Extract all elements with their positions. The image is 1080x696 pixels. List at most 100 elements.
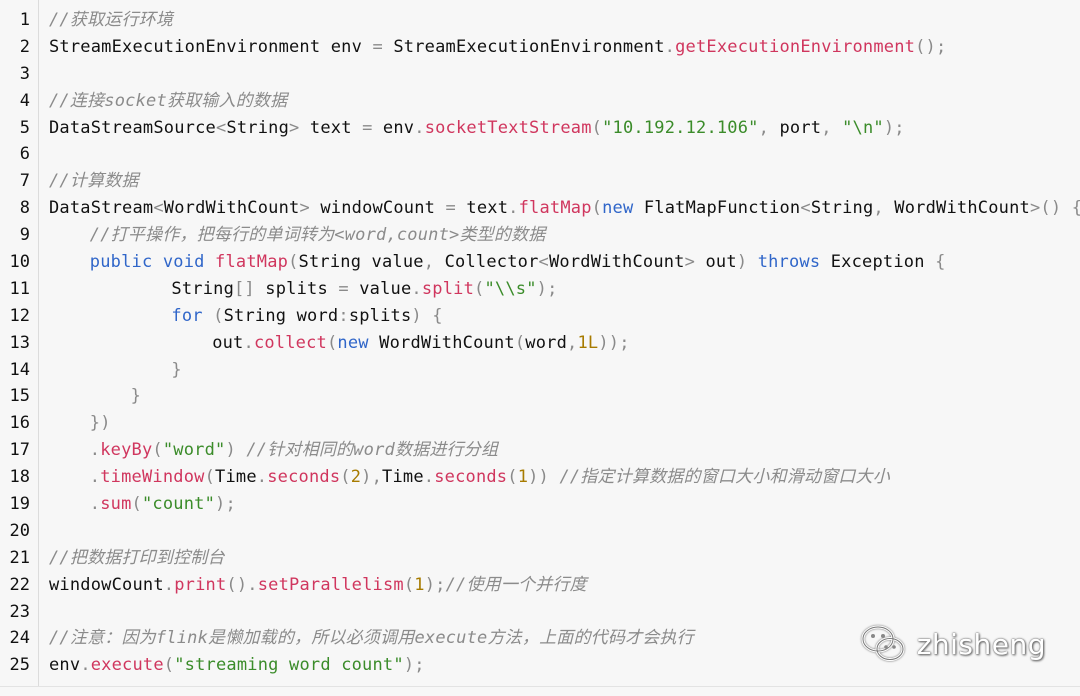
code-text: DataStream<WordWithCount> windowCount = … [49,195,1080,222]
code-token: (); [915,36,947,57]
code-token: //针对相同的word数据进行分组 [246,440,499,461]
code-text: StreamExecutionEnvironment env = StreamE… [49,34,946,61]
code-token: )); [598,332,630,353]
code-token: timeWindow [100,467,205,488]
code-token: public void [89,252,205,273]
watermark-text: zhisheng [916,627,1046,661]
code-token: windowCount [49,574,164,595]
code-token: WordWithCount [163,198,300,219]
code-token: ( [591,198,603,219]
code-token: WordWithCount [548,252,685,273]
code-token: ) [225,440,236,461]
code-token: ); [536,278,558,299]
code-token: //获取运行环境 [49,10,174,30]
line-number: 3 [19,63,30,84]
code-token: = [445,198,456,219]
code-token: . [243,332,254,353]
code-token: value [348,278,412,299]
code-token: //把数据打印到控制台 [49,547,225,568]
code-token: ) [411,305,422,326]
code-text: } [49,383,141,410]
code-token: out [212,332,244,353]
line-number: 13 [9,332,30,353]
code-token: ); [403,655,425,676]
code-text: //打平操作，把每行的单词转为<word,count>类型的数据 [49,222,545,249]
code-token: Time [382,467,424,488]
code-token [549,467,559,487]
code-token: execute [90,655,164,676]
line-number: 17 [9,440,30,461]
code-line: 20 [0,518,1080,545]
line-number: 15 [9,386,30,407]
code-line: 12 for (String word:splits) { [0,303,1080,330]
line-number: 21 [9,547,30,568]
code-text: windowCount.print().setParallelism(1);//… [49,572,587,599]
code-token: ( [474,278,485,299]
code-token: socketTextStream [424,117,592,138]
line-number: 4 [19,90,30,111]
code-token: ); [883,117,905,138]
line-number: 12 [9,305,30,326]
code-token: > [289,117,300,138]
code-token: env [49,655,81,676]
code-token: ( [507,467,518,488]
code-token: = [338,278,349,299]
code-line: 21 //把数据打印到控制台 [0,545,1080,572]
code-token: String [171,278,234,299]
code-token: new [602,198,634,219]
code-token: DataStream [49,198,154,219]
code-token: . [89,494,101,515]
code-token: ); [424,574,446,595]
code-line: 6 [0,141,1080,168]
code-text: .sum("count"); [49,491,236,518]
code-token: = [372,36,383,57]
code-token: ( [288,252,299,273]
code-text: env.execute("streaming word count"); [49,652,425,679]
code-line: 4//连接socket获取输入的数据 [0,88,1080,115]
line-number: 6 [19,144,30,165]
code-token: , [873,198,884,219]
line-number: 10 [9,252,30,273]
code-token: Exception [820,252,936,273]
code-token: "\n" [842,117,884,138]
code-token: DataStreamSource [49,117,216,138]
code-line: 19.sum("count"); [0,491,1080,518]
code-token: } [130,386,142,407]
code-token [236,440,246,460]
line-number: 5 [19,117,30,138]
code-token: ( [591,117,603,138]
code-token: 2 [350,467,362,488]
code-line: 1//获取运行环境 [0,7,1080,34]
code-token: > [684,252,696,273]
code-token [422,306,432,326]
line-number: 14 [9,359,30,380]
code-text: for (String word:splits) { [49,303,443,330]
line-number: 20 [9,520,30,541]
code-text: //计算数据 [49,168,139,195]
code-token: splits [254,278,339,299]
code-line: 16}) [0,410,1080,437]
code-token: ( [204,467,216,488]
code-line: 17.keyBy("word") //针对相同的word数据进行分组 [0,437,1080,464]
code-token: //打平操作，把每行的单词转为<word,count>类型的数据 [89,225,546,246]
code-token: ), [361,467,383,488]
line-number: 22 [9,574,30,595]
code-token: < [215,117,227,138]
code-text: .timeWindow(Time.seconds(2),Time.seconds… [49,464,890,491]
code-token: text [299,117,363,138]
code-token: splits [348,305,412,326]
code-token: env [372,117,415,138]
code-token: word [525,332,568,353]
code-token: String [226,117,290,138]
line-number: 16 [9,413,30,434]
code-token: ( [152,440,163,461]
code-token: : [338,305,349,326]
code-token: keyBy [100,440,153,461]
line-number: 24 [9,628,30,649]
code-token: split [421,278,475,299]
code-token: [] [234,278,255,299]
code-line: 7//计算数据 [0,168,1080,195]
code-token: "10.192.12.106" [602,117,759,138]
